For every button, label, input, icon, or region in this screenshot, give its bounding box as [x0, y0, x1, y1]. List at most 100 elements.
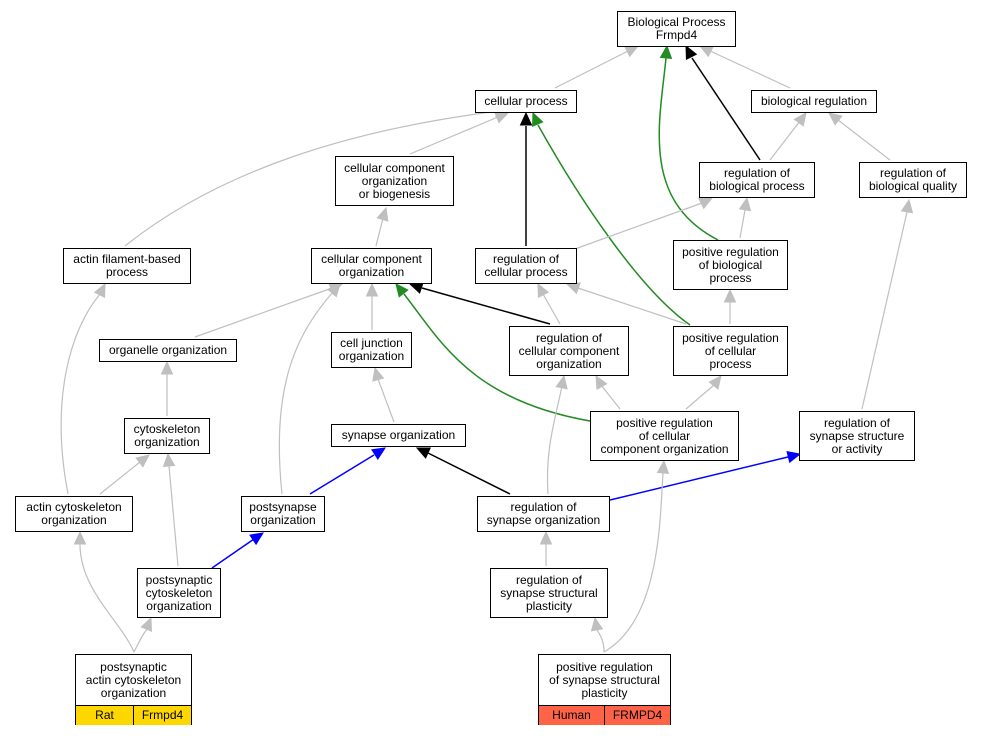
leaf-tags-human: Human FRMPD4 [539, 706, 670, 725]
edge-postsynapse-to-cc-org [278, 291, 334, 495]
edge-rat-leaf-to-postsyn-cyto [133, 629, 148, 653]
edge-reg-synapse-org-to-reg-cc-org-arrowhead [555, 374, 568, 390]
edge-pos-reg-cell-proc-to-cellular-process-arrowhead [532, 111, 544, 127]
edge-reg-synapse-org-to-synapse-org [427, 452, 511, 495]
edge-reg-bio-proc-to-root-arrowhead [685, 44, 698, 60]
node-positive-regulation-of-biological-process: positive regulation of biological proces… [673, 240, 788, 290]
node-regulation-of-cellular-component-organization: regulation of cellular component organiz… [509, 326, 629, 376]
node-regulation-of-synapse-organization: regulation of synapse organization [477, 496, 610, 532]
edge-cc-org-to-ccob-arrowhead [376, 206, 389, 222]
edge-reg-cc-org-to-reg-cell-proc [542, 293, 561, 325]
edge-reg-bio-quality-to-biological-regulation [837, 119, 891, 161]
edge-actin-cytoskeleton-to-cytoskeleton [99, 461, 141, 495]
node-cellular-component-organization: cellular component organization [311, 248, 432, 284]
node-regulation-of-cellular-process: regulation of cellular process [475, 248, 577, 284]
edge-pos-reg-cc-org-to-reg-cc-org-arrowhead [595, 374, 608, 390]
node-biological-process-root: Biological Process Frmpd4 [617, 11, 736, 47]
edge-reg-synapse-org-to-reg-cc-org [546, 385, 563, 495]
edge-human-leaf-to-pos-reg-cc-org-arrowhead [656, 459, 670, 474]
edge-postsyn-cyto-to-cytoskeleton [168, 465, 179, 567]
node-postsynaptic-cytoskeleton-organization: postsynaptic cytoskeleton organization [137, 568, 221, 618]
edge-synapse-org-to-cell-junction-arrowhead [372, 366, 385, 382]
node-positive-regulation-of-cellular-component-organization: positive regulation of cellular componen… [590, 411, 739, 461]
gene-tag-human: FRMPD4 [604, 706, 670, 725]
edge-human-leaf-to-pos-reg-cc-org [603, 472, 664, 653]
edge-reg-cc-org-to-cc-org-arrowhead [408, 281, 424, 294]
leaf-label-rat: postsynaptic actin cytoskeleton organiza… [76, 655, 191, 706]
edge-synapse-org-to-cell-junction [377, 378, 395, 423]
edge-reg-bio-quality-to-biological-regulation-arrowhead [828, 112, 843, 126]
edge-postsynapse-to-synapse-org [309, 454, 375, 495]
edge-reg-bio-proc-to-biological-regulation-arrowhead [793, 112, 807, 127]
leaf-node-human: positive regulation of synapse structura… [538, 654, 671, 725]
node-actin-cytoskeleton-organization: actin cytoskeleton organization [15, 496, 133, 532]
node-organelle-organization: organelle organization [99, 339, 237, 362]
edge-pos-reg-cell-proc-to-cellular-process [537, 124, 691, 326]
edge-cc-org-to-ccob [375, 217, 384, 247]
edge-cell-junction-to-cc-org-arrowhead [365, 282, 379, 297]
edge-postsyn-cyto-to-postsynapse [211, 538, 255, 569]
edge-pos-reg-cc-org-to-pos-reg-cell-proc [685, 384, 715, 410]
node-regulation-of-synapse-structural-plasticity: regulation of synapse structural plastic… [490, 568, 608, 618]
edge-rat-leaf-to-postsyn-cyto-arrowhead [140, 616, 152, 632]
edge-pos-reg-cell-proc-to-pos-reg-bio-proc-arrowhead [723, 288, 737, 303]
edge-pos-reg-cc-org-to-cc-org-arrowhead [395, 283, 409, 298]
edge-pos-reg-cell-proc-to-reg-cell-proc-arrowhead [565, 282, 581, 295]
edge-human-leaf-to-reg-syn-plast-arrowhead [590, 616, 604, 632]
leaf-tags-rat: Rat Frmpd4 [76, 706, 191, 725]
edge-reg-syn-struct-to-reg-bio-quality-arrowhead [900, 198, 914, 214]
edge-organelle-org-to-cc-org [194, 287, 333, 338]
node-cellular-process: cellular process [475, 90, 577, 113]
edge-reg-cell-proc-to-reg-bio-proc [574, 202, 703, 250]
node-regulation-of-synapse-structure-or-activity: regulation of synapse structure or activ… [799, 411, 915, 461]
edge-actin-filament-to-actin-cytoskeleton-arrowhead [93, 282, 106, 298]
edge-reg-cc-org-to-reg-cell-proc-arrowhead [537, 282, 550, 298]
node-cellular-component-organization-or-biogenesis: cellular component organization or bioge… [335, 156, 454, 206]
edge-pos-reg-bio-proc-to-root-arrowhead [659, 44, 673, 59]
edge-reg-synapse-org-to-reg-syn-struct [609, 456, 789, 501]
edge-cytoskeleton-to-organelle-arrowhead [160, 360, 174, 375]
node-regulation-of-biological-quality: regulation of biological quality [859, 162, 967, 198]
node-postsynapse-organization: postsynapse organization [241, 496, 325, 532]
edge-rat-leaf-to-actin-cytoskeleton-arrowhead [73, 530, 87, 545]
edge-pos-reg-cell-proc-to-reg-cell-proc [577, 287, 687, 325]
edge-ccob-to-cellular-process [409, 116, 499, 155]
gene-tag-rat: Frmpd4 [133, 706, 191, 725]
node-regulation-of-biological-process: regulation of biological process [699, 162, 815, 198]
node-positive-regulation-of-cellular-process: positive regulation of cellular process [673, 326, 788, 376]
edge-postsyn-cyto-to-postsynapse-arrowhead [249, 532, 264, 546]
edge-pos-reg-bio-proc-to-reg-bio-proc-arrowhead [738, 196, 752, 212]
edge-actin-filament-to-cellular-process [124, 110, 499, 247]
edge-cellular-process-to-root [554, 49, 631, 89]
edge-reg-cc-org-to-cc-org [421, 287, 551, 325]
edge-postsynapse-to-synapse-org-arrowhead [371, 447, 387, 461]
species-tag-rat: Rat [76, 706, 133, 725]
edge-human-leaf-to-reg-syn-plast [596, 629, 605, 653]
edge-reg-cell-proc-to-reg-bio-proc-arrowhead [698, 197, 714, 210]
edge-reg-synapse-org-to-synapse-org-arrowhead [415, 447, 431, 459]
edge-pos-reg-cc-org-to-pos-reg-cell-proc-arrowhead [708, 375, 722, 390]
edge-reg-cell-proc-to-cellular-process-arrowhead [519, 111, 533, 126]
edge-reg-bio-proc-to-root [691, 57, 761, 161]
edge-reg-synapse-org-to-reg-syn-struct-arrowhead [786, 450, 802, 464]
edge-reg-bio-proc-to-biological-regulation [769, 120, 801, 161]
edge-rat-leaf-to-actin-cytoskeleton [79, 543, 135, 653]
edge-biological-regulation-to-root-arrowhead [698, 45, 714, 58]
edge-actin-cytoskeleton-to-cytoskeleton-arrowhead [135, 454, 150, 468]
node-cytoskeleton-organization: cytoskeleton organization [124, 418, 210, 454]
edge-reg-syn-struct-to-reg-bio-quality [861, 211, 908, 410]
edge-pos-reg-bio-proc-to-root [658, 57, 719, 241]
edge-pos-reg-cc-org-to-reg-cc-org [600, 384, 621, 410]
node-synapse-organization: synapse organization [331, 424, 466, 447]
leaf-label-human: positive regulation of synapse structura… [539, 655, 670, 706]
edge-pos-reg-cc-org-to-cc-org [403, 293, 591, 422]
edge-actin-filament-to-actin-cytoskeleton [60, 293, 101, 495]
node-actin-filament-based-process: actin filament-based process [63, 248, 191, 284]
edge-reg-syn-plast-to-reg-synapse-org-arrowhead [539, 530, 553, 545]
leaf-node-rat: postsynaptic actin cytoskeleton organiza… [75, 654, 192, 725]
species-tag-human: Human [539, 706, 604, 725]
node-cell-junction-organization: cell junction organization [331, 332, 412, 368]
edge-pos-reg-bio-proc-to-reg-bio-proc [739, 209, 746, 239]
edge-postsynapse-to-cc-org-arrowhead [327, 283, 341, 298]
